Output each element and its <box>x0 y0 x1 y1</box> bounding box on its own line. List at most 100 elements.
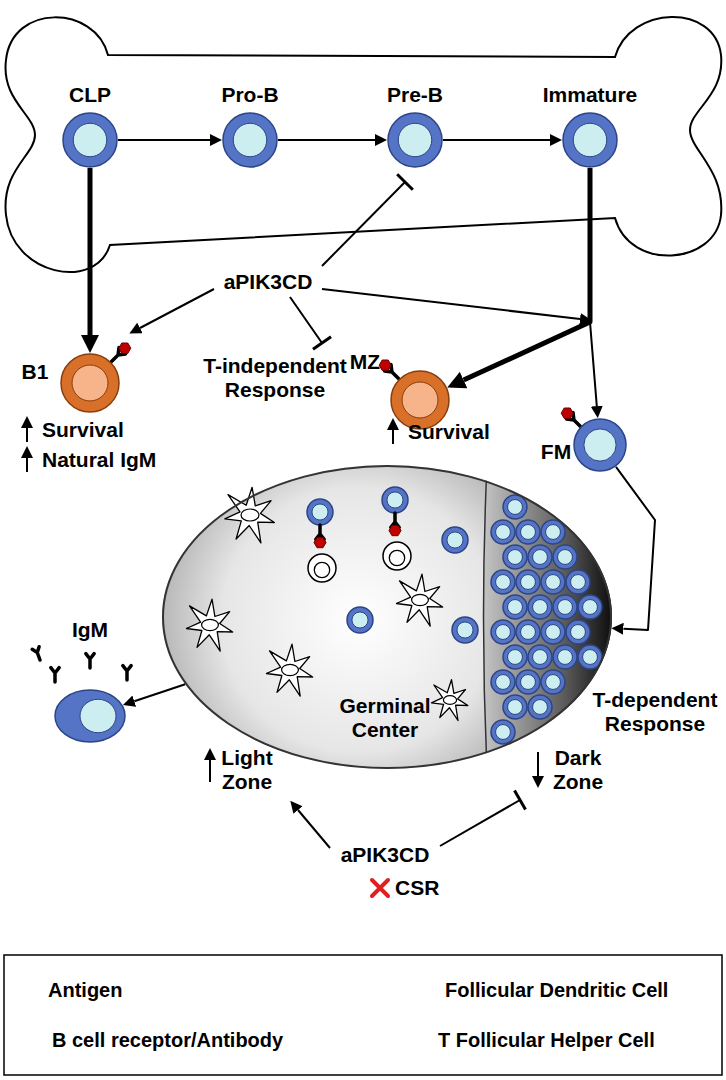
node-label: FM <box>541 440 571 464</box>
germinal-center: Germinal Center <box>162 465 612 769</box>
cell-body <box>503 495 527 519</box>
cell-body <box>61 354 119 412</box>
cell-body <box>491 520 515 544</box>
cell-nucleus <box>73 123 106 156</box>
cell-body <box>516 670 540 694</box>
annotation: Survival <box>408 420 490 444</box>
legend-label: T Follicular Helper Cell <box>438 1029 655 1052</box>
cell-body <box>553 595 577 619</box>
antigen <box>561 408 573 418</box>
t-helper-nucleus <box>314 562 329 577</box>
plasma-body <box>55 690 125 742</box>
connector <box>616 467 655 630</box>
annotation: T-dependent Response <box>585 688 725 736</box>
cell-body <box>503 695 527 719</box>
cell-body <box>223 113 277 167</box>
cell-body <box>574 419 626 471</box>
arrow <box>26 458 28 472</box>
cell-body <box>541 620 565 644</box>
cell-nucleus <box>508 550 523 565</box>
cell-body <box>503 595 527 619</box>
cell-body <box>63 113 117 167</box>
cell-nucleus <box>508 600 523 615</box>
receptor <box>32 647 40 660</box>
cell-body <box>388 113 442 167</box>
cell-nucleus <box>533 600 548 615</box>
cell-nucleus <box>583 600 598 615</box>
cell-body <box>563 113 617 167</box>
t-helper-nucleus <box>389 550 404 565</box>
cell-nucleus <box>533 650 548 665</box>
connector <box>134 684 185 701</box>
connector <box>590 168 597 406</box>
plasma-nucleus <box>80 699 116 732</box>
inhibition-bar <box>313 337 331 350</box>
cell-body <box>491 720 515 744</box>
cell-body <box>528 695 552 719</box>
cell-nucleus <box>546 525 561 540</box>
annotation: Survival <box>42 418 124 442</box>
arrow <box>140 289 214 328</box>
cell-nucleus <box>508 500 523 515</box>
cell-body <box>528 645 552 669</box>
node-label: Germinal Center <box>325 694 445 742</box>
cell-nucleus <box>584 429 616 461</box>
cell-node: IgM <box>54 689 126 743</box>
cell-nucleus <box>496 675 511 690</box>
receptor <box>86 654 94 668</box>
cell-nucleus <box>402 382 438 418</box>
cell-body <box>541 670 565 694</box>
dendritic-nucleus <box>241 509 259 521</box>
inhibition-bar <box>515 790 526 809</box>
cell-body <box>553 645 577 669</box>
legend-box <box>4 955 722 1075</box>
annotation: CSR <box>395 876 439 900</box>
inhibition-line <box>290 297 322 343</box>
node-label: B1 <box>22 360 49 384</box>
cell-nucleus <box>533 700 548 715</box>
cell-nucleus <box>521 525 536 540</box>
cell-body <box>452 617 478 643</box>
node-label: Pro-B <box>221 83 278 107</box>
cell-body <box>541 570 565 594</box>
node-label: Pre-B <box>387 83 443 107</box>
cell-nucleus <box>496 625 511 640</box>
cell-nucleus <box>72 365 108 401</box>
cell-nucleus <box>546 625 561 640</box>
dendritic-nucleus <box>443 696 456 705</box>
node-shape <box>222 112 278 168</box>
connector <box>88 168 93 335</box>
cell-body <box>541 520 565 544</box>
cell-nucleus <box>558 600 573 615</box>
cell-node: Pro-B <box>222 112 278 168</box>
cell-nucleus <box>508 650 523 665</box>
cell-body <box>528 545 552 569</box>
antigen <box>119 343 131 353</box>
bone-outline <box>5 17 721 272</box>
cell-nucleus <box>508 700 523 715</box>
cell-body <box>491 620 515 644</box>
cell-nucleus <box>447 532 463 548</box>
receptor <box>123 666 131 680</box>
legend-label: Follicular Dendritic Cell <box>445 979 668 1002</box>
germinal-outline <box>163 466 611 768</box>
arrow <box>209 760 211 782</box>
node-shape <box>562 112 618 168</box>
cell-node: Pre-B <box>387 112 443 168</box>
legend-label: B cell receptor/Antibody <box>52 1029 283 1052</box>
cell-body <box>516 570 540 594</box>
annotation: Light Zone <box>207 746 287 794</box>
cell-body <box>491 670 515 694</box>
node-shape <box>573 418 627 472</box>
cell-body <box>442 527 468 553</box>
annotation: T-independent Response <box>190 354 360 402</box>
cell-nucleus <box>352 612 368 628</box>
cell-body <box>503 545 527 569</box>
connector <box>443 139 550 141</box>
cell-body <box>528 595 552 619</box>
connector <box>278 139 375 141</box>
t-helper-cell <box>383 542 411 570</box>
cell-body <box>382 487 408 513</box>
